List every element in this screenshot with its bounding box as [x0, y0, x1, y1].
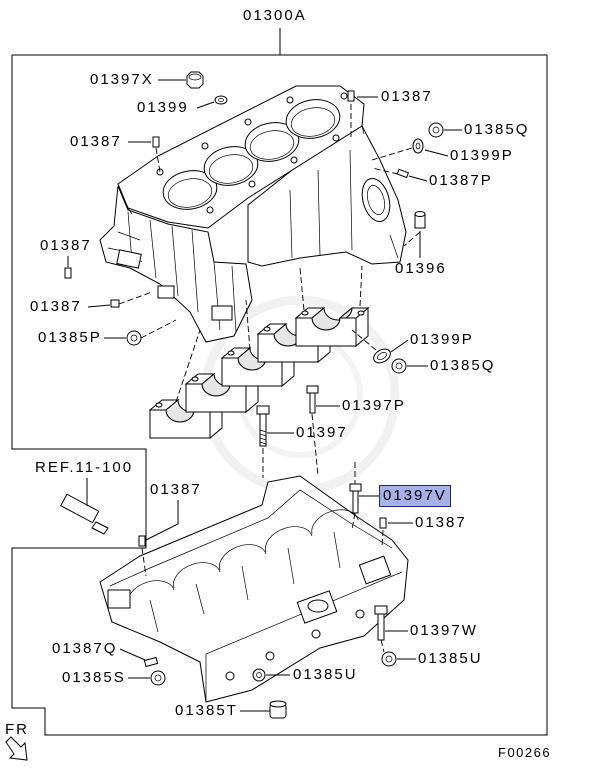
plug-01385s: [150, 670, 166, 686]
plug-01387-left: [152, 136, 160, 148]
pin-01387p: [396, 168, 410, 179]
callout-01396[interactable]: 01396: [395, 260, 447, 277]
callout-01387-top-right[interactable]: 01387: [381, 88, 433, 105]
sealant-tube-icon: [60, 478, 109, 535]
callout-01387-lower-left[interactable]: 01387: [30, 298, 82, 315]
washer-01399p-lower: [373, 348, 391, 364]
plug-01385q-upper: [428, 122, 444, 138]
plug-01385u-center: [252, 668, 266, 682]
callout-01397p[interactable]: 01397P: [342, 397, 406, 414]
washer-01399p-upper: [412, 138, 424, 154]
callout-01387-mid-left[interactable]: 01387: [40, 237, 92, 254]
plug-01385u-right: [381, 651, 397, 667]
callout-01399[interactable]: 01399: [137, 99, 189, 116]
plug-01385p: [126, 330, 142, 346]
callout-01387p[interactable]: 01387P: [429, 172, 493, 189]
assembly-dashed-lines: [118, 104, 421, 653]
crankcase-lower: [99, 475, 409, 703]
callout-01385s[interactable]: 01385S: [62, 669, 126, 686]
bolt-01397w: [374, 605, 388, 641]
callout-01399p-upper[interactable]: 01399P: [450, 147, 514, 164]
bolt-01397v: [349, 483, 362, 514]
callout-01397w[interactable]: 01397W: [410, 622, 478, 639]
callout-01387-upper-left[interactable]: 01387: [70, 133, 122, 150]
assembly-frame: [11, 28, 548, 736]
washer-01399: [214, 95, 228, 105]
figure-code: F00266: [498, 745, 552, 760]
callout-01385u-center[interactable]: 01385U: [293, 666, 358, 683]
deck-bolt-holes: [156, 92, 348, 214]
dowel-01396: [414, 211, 426, 229]
callout-01387-crankcase-right[interactable]: 01387: [415, 514, 467, 531]
front-direction-arrow-icon: [5, 736, 28, 761]
callout-01397v[interactable]: 01397V: [379, 485, 451, 507]
plug-01385t: [269, 700, 287, 719]
cylinder-bores: [162, 99, 341, 210]
plug-01387-top: [347, 90, 355, 102]
assembly-label: 01300A: [243, 7, 307, 24]
reference-label[interactable]: REF.11-100: [35, 459, 134, 476]
plug-01387-crankcase-left: [138, 535, 146, 547]
plug-01387-mid-left: [64, 267, 72, 279]
callout-01399p-lower[interactable]: 01399P: [410, 331, 474, 348]
plug-01387-lower-left: [110, 299, 120, 308]
callout-01385q-upper[interactable]: 01385Q: [464, 121, 530, 138]
plug-01385q-lower: [391, 358, 407, 374]
callout-01385p[interactable]: 01385P: [38, 329, 102, 346]
plug-01387-crankcase-right: [379, 517, 387, 529]
callout-01397x[interactable]: 01397X: [90, 71, 154, 88]
leader-lines: [67, 79, 462, 712]
bolt-01397p: [306, 385, 319, 414]
pin-01387q: [143, 656, 159, 668]
front-label: FR: [5, 721, 29, 738]
bearing-cap: [294, 306, 370, 348]
callout-01397[interactable]: 01397: [296, 424, 348, 441]
main-bearing-caps: [148, 306, 370, 440]
callout-01385u-right[interactable]: 01385U: [418, 650, 483, 667]
callout-01387q[interactable]: 01387Q: [52, 640, 118, 657]
bolt-01397: [256, 405, 270, 447]
plug-01397x: [186, 71, 204, 89]
callout-01385q-lower[interactable]: 01385Q: [430, 357, 496, 374]
callout-01387-crankcase-left[interactable]: 01387: [150, 481, 202, 498]
cylinder-block-upper: [99, 85, 407, 343]
callout-01385t[interactable]: 01385T: [175, 702, 238, 719]
